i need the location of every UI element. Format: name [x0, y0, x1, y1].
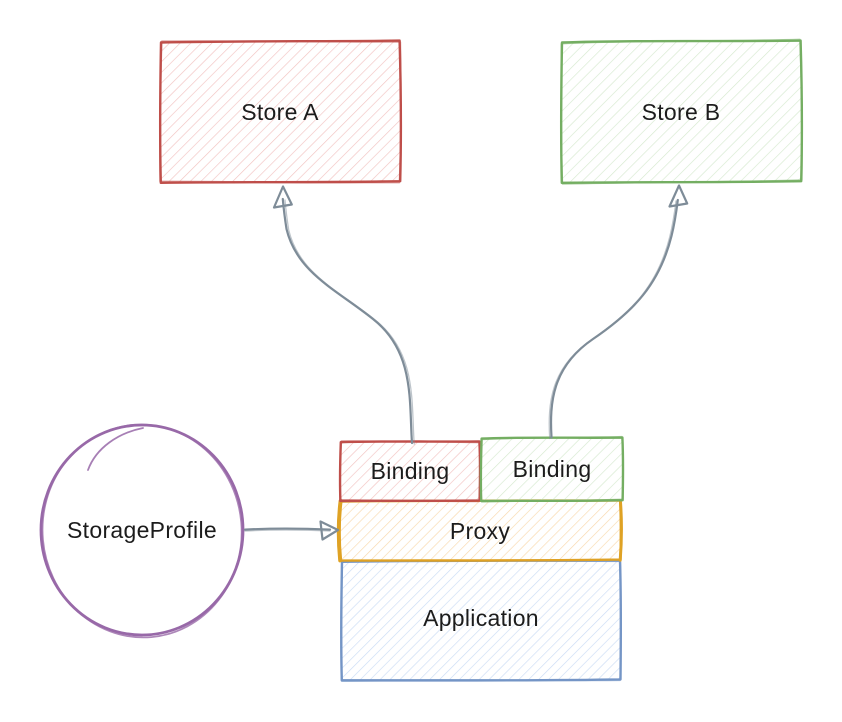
- binding-b-label: Binding: [513, 456, 592, 482]
- edge-binding-a-to-store-a[interactable]: [272, 185, 415, 445]
- edge-b-line: [549, 198, 679, 439]
- node-proxy[interactable]: Proxy: [336, 499, 623, 563]
- store-a-label: Store A: [241, 99, 319, 125]
- proxy-label: Proxy: [450, 518, 510, 544]
- edge-binding-b-to-store-b[interactable]: [548, 184, 689, 440]
- store-a-outline-echo: [159, 40, 402, 184]
- binding-b-fill: [480, 437, 624, 501]
- proxy-left-edge: [336, 499, 343, 563]
- binding-a-fill: [340, 441, 481, 501]
- node-application[interactable]: Application: [339, 559, 623, 682]
- node-store-b[interactable]: Store B: [559, 38, 804, 185]
- edge-a-arrowhead-icon: [272, 185, 293, 209]
- edge-b-arrowhead-icon: [668, 184, 689, 208]
- proxy-right-edge: [618, 499, 623, 562]
- storage-profile-sketch-stroke: [87, 427, 144, 471]
- application-fill: [341, 560, 621, 681]
- store-a-fill: [160, 40, 401, 183]
- node-store-a[interactable]: Store A: [158, 39, 403, 184]
- edge-a-line: [281, 197, 414, 445]
- edge-a-line-echo: [284, 199, 415, 445]
- binding-a-outline-echo: [339, 440, 481, 503]
- edge-b-line-echo: [548, 200, 677, 440]
- proxy-fill: [339, 500, 621, 561]
- node-binding-b[interactable]: Binding: [479, 435, 625, 503]
- edge-storage-profile-to-proxy[interactable]: [243, 520, 340, 541]
- node-storage-profile[interactable]: StorageProfile: [34, 416, 251, 646]
- store-b-fill: [561, 40, 802, 183]
- binding-b-outline-echo: [480, 435, 624, 503]
- store-b-outline-echo: [560, 38, 803, 185]
- edge-sp-arrowhead-icon: [319, 520, 340, 541]
- storage-profile-label: StorageProfile: [67, 517, 217, 543]
- storage-profile-outline-echo: [41, 423, 243, 639]
- application-label: Application: [423, 605, 539, 631]
- node-binding-a[interactable]: Binding: [338, 440, 482, 503]
- edge-sp-line-echo: [244, 529, 331, 532]
- store-b-label: Store B: [642, 99, 721, 125]
- binding-a-label: Binding: [371, 458, 450, 484]
